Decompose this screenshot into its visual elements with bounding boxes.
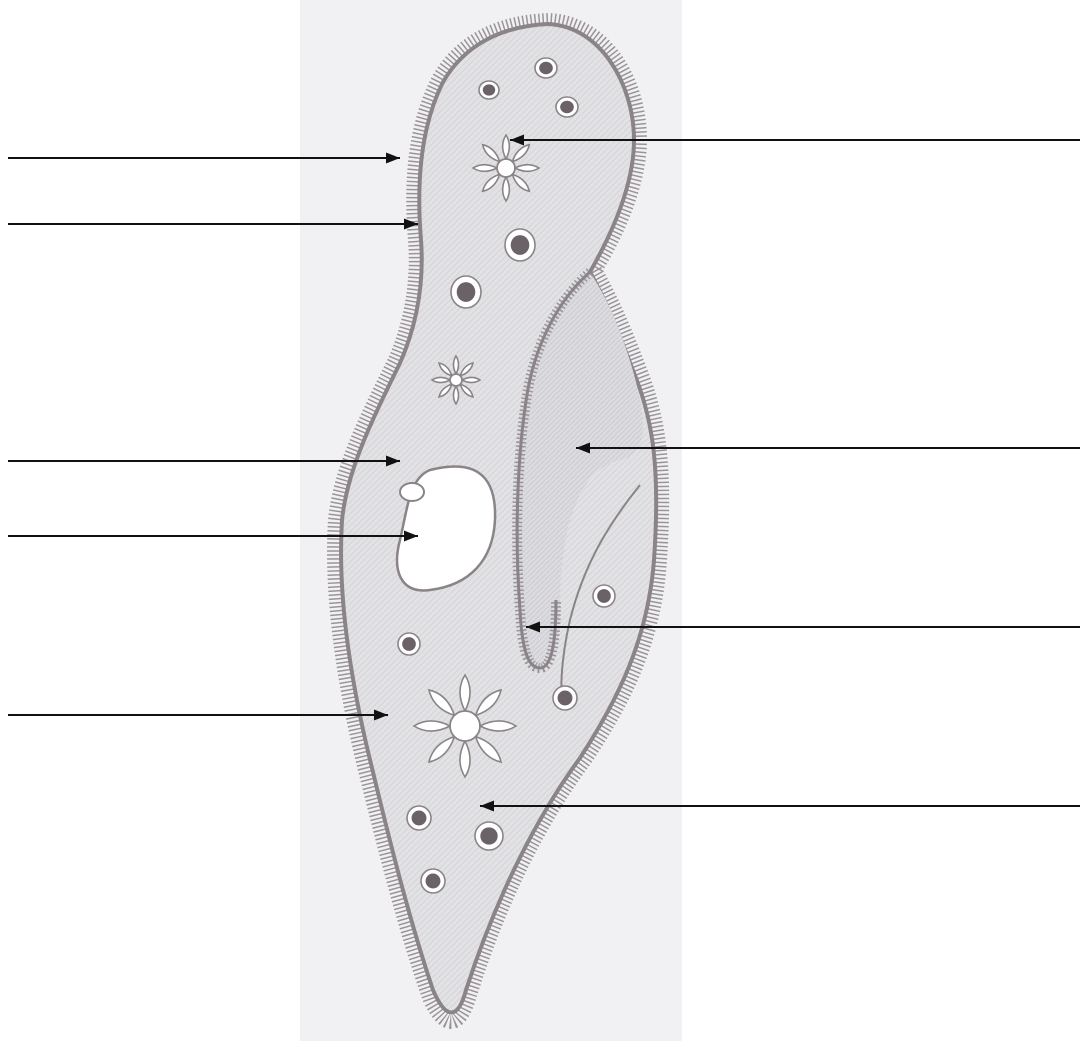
vacuole-canal xyxy=(453,386,458,404)
granule xyxy=(402,637,416,651)
contractile-vacuole-anterior xyxy=(473,135,539,201)
pointer-arrow-cilia xyxy=(8,153,400,164)
granule xyxy=(426,874,441,889)
granule xyxy=(457,282,476,302)
contractile-vacuole-middle xyxy=(432,356,480,404)
vacuole-canal xyxy=(432,377,450,382)
vacuole-center xyxy=(497,159,515,177)
vacuole-canal xyxy=(462,377,480,382)
vacuole-center xyxy=(450,374,462,386)
contractile-vacuole-posterior xyxy=(414,675,516,777)
vacuole-canal xyxy=(453,356,458,374)
granule xyxy=(539,62,553,74)
pointer-arrow-granule-region xyxy=(480,801,1080,812)
vacuole-canal xyxy=(503,177,510,201)
granule xyxy=(412,811,427,826)
granule xyxy=(597,589,611,603)
pointer-arrow-cytoplasm-lower xyxy=(8,710,388,721)
vacuole-canal xyxy=(503,135,510,159)
arrow-head xyxy=(404,219,418,230)
food-vacuole-small xyxy=(400,483,424,501)
pointer-arrow-cytoplasm-upper xyxy=(8,456,400,467)
vacuole-center xyxy=(450,711,480,741)
vacuole-canal xyxy=(473,165,497,172)
granule xyxy=(558,691,573,706)
granule xyxy=(560,101,574,113)
arrow-head xyxy=(386,153,400,164)
vacuole-canal xyxy=(515,165,539,172)
pointer-arrow-pellicle xyxy=(8,219,418,230)
granule xyxy=(480,827,497,844)
granule xyxy=(511,235,530,255)
granule xyxy=(483,84,495,95)
